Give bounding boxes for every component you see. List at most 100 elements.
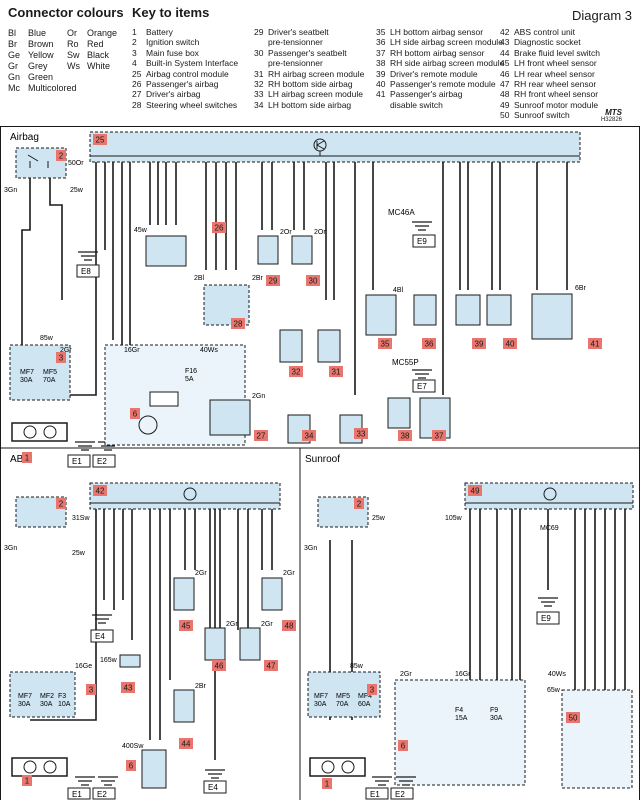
battery-minus-icon xyxy=(43,760,57,774)
key-item-number: 3 xyxy=(132,47,137,58)
item-badge-bg xyxy=(212,222,226,233)
svg-text:105w: 105w xyxy=(445,515,463,522)
item-badge-42: 42 xyxy=(96,487,105,496)
svg-text:E1: E1 xyxy=(72,457,82,466)
svg-text:16Gr: 16Gr xyxy=(124,347,140,354)
battery-plus-icon xyxy=(23,760,37,774)
item-badge-bg xyxy=(266,275,280,286)
connector-colour-name: Green xyxy=(28,72,54,82)
svg-text:MF7: MF7 xyxy=(20,369,34,376)
item-badge-bg xyxy=(378,338,392,349)
connector-colour-code: Br xyxy=(8,39,17,49)
svg-text:2Br: 2Br xyxy=(252,275,264,282)
item-badge-bg xyxy=(93,485,107,496)
item-badge-50: 50 xyxy=(569,714,578,723)
key-item-text: Driver's remote module xyxy=(390,68,478,79)
svg-text:E8: E8 xyxy=(81,267,91,276)
ground-labels-sunroof: E1 E2 E9 MC69 xyxy=(365,525,560,800)
connector-colour-code: Gr xyxy=(8,61,18,71)
svg-text:2Br: 2Br xyxy=(195,683,207,690)
svg-text:E4: E4 xyxy=(208,783,218,792)
svg-text:85w: 85w xyxy=(40,335,54,342)
connector-colour-name: Orange xyxy=(87,28,118,38)
key-item-number: 43 xyxy=(500,37,510,48)
sunroof-motor-module xyxy=(464,482,634,510)
svg-text:10A: 10A xyxy=(58,701,71,708)
svg-text:16Gr: 16Gr xyxy=(455,671,471,678)
key-item-text: Driver's seatbelt xyxy=(268,27,329,37)
key-item-number: 40 xyxy=(376,79,386,90)
item-badge-44: 44 xyxy=(182,740,191,749)
item-badge-bg xyxy=(566,712,580,723)
sunroof-wires xyxy=(329,509,626,720)
key-item-number: 1 xyxy=(132,27,137,37)
airbag-control-module xyxy=(89,131,581,163)
key-item-text: ABS control unit xyxy=(514,27,575,37)
key-item-text: Passenger's seatbelt xyxy=(268,47,347,58)
item-badge-38: 38 xyxy=(401,432,410,441)
built-in-system-interface-sunroof xyxy=(394,679,526,786)
svg-text:MF7: MF7 xyxy=(18,693,32,700)
battery-minus-icon xyxy=(341,760,355,774)
svg-text:3Gn: 3Gn xyxy=(4,187,17,194)
item-badge-bg xyxy=(468,485,482,496)
key-item-number: 46 xyxy=(500,68,510,79)
key-item-text: RH bottom airbag sensor xyxy=(390,47,485,58)
diagram-label: Diagram 3 xyxy=(572,8,632,23)
item-badge-bg xyxy=(432,430,446,441)
key-item-number: 28 xyxy=(132,99,142,110)
item-badge-49: 49 xyxy=(471,487,480,496)
svg-text:E1: E1 xyxy=(370,790,380,799)
svg-text:25w: 25w xyxy=(70,187,84,194)
svg-text:50Or: 50Or xyxy=(68,160,84,167)
key-item-number: 31 xyxy=(254,68,264,79)
item-badge-39: 39 xyxy=(475,340,484,349)
item-badge-47: 47 xyxy=(267,662,276,671)
connector-colour-code: Sw xyxy=(67,50,80,60)
svg-text:E7: E7 xyxy=(417,382,427,391)
key-item-text: Passenger's airbag xyxy=(390,89,463,100)
item-badge-3: 3 xyxy=(89,686,94,695)
svg-text:30A: 30A xyxy=(18,701,31,708)
svg-text:2Gr: 2Gr xyxy=(226,621,238,628)
sunroof-switch-50 xyxy=(561,689,633,789)
key-item-text: Passenger's remote module xyxy=(390,79,496,90)
bsi-transistor-icon xyxy=(138,415,158,435)
svg-text:E2: E2 xyxy=(395,790,405,799)
item-badge-bg xyxy=(503,338,517,349)
svg-text:45w: 45w xyxy=(134,227,148,234)
passengers-remote-module-40 xyxy=(486,294,512,326)
item-badge-33: 33 xyxy=(357,430,366,439)
svg-text:MF5: MF5 xyxy=(43,369,57,376)
item-badge-46: 46 xyxy=(215,662,224,671)
svg-text:16Ge: 16Ge xyxy=(75,663,92,670)
svg-text:6Br: 6Br xyxy=(575,285,587,292)
item-badge-bg xyxy=(398,430,412,441)
key-item-text: RH front wheel sensor xyxy=(514,89,599,100)
item-badge-bg xyxy=(306,275,320,286)
item-badge-bg xyxy=(56,498,66,509)
key-item-text: disable switch xyxy=(390,99,443,110)
key-item-text: Ignition switch xyxy=(146,37,200,48)
lh-rear-wheel-sensor-46 xyxy=(204,627,226,661)
key-item-row: pre-tensionner xyxy=(254,58,364,68)
